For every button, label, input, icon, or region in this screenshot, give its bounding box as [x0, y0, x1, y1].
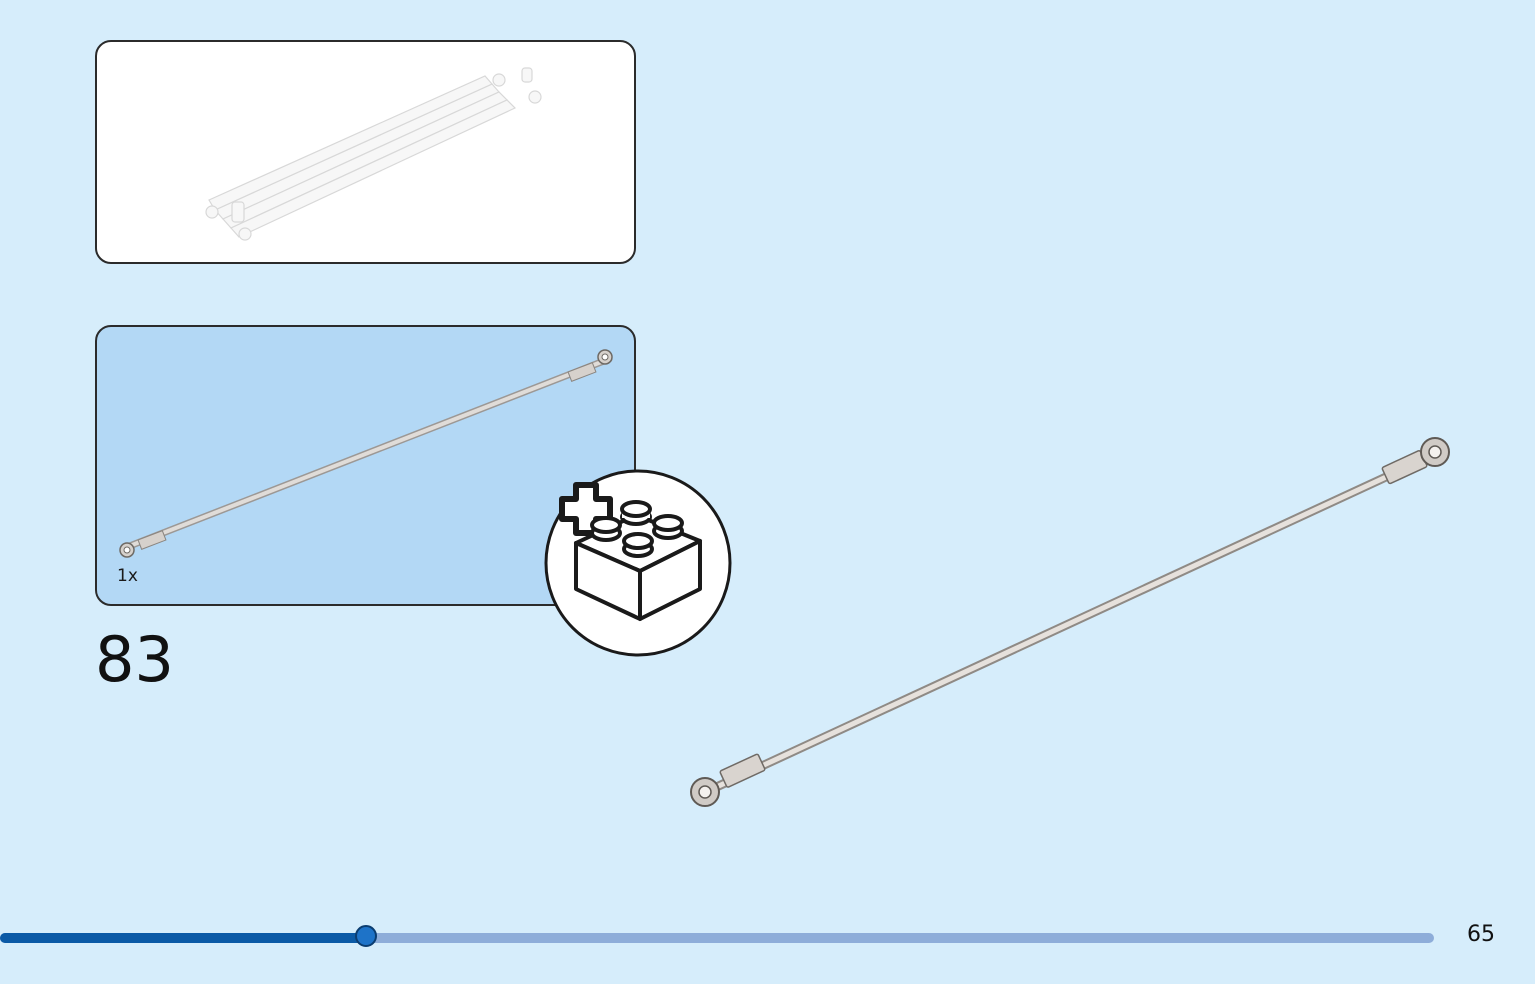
- previous-assembly-panel: [95, 40, 636, 264]
- part-quantity: 1x: [117, 566, 138, 586]
- step-number: 83: [95, 623, 174, 696]
- axle-rod-icon: [119, 349, 613, 558]
- progress-bar: [0, 925, 1434, 947]
- add-brick-icon: [544, 469, 732, 657]
- progress-marker: [355, 925, 377, 947]
- previous-assembly-illustration: [205, 67, 542, 241]
- axle-rod-assembly-illustration: [690, 437, 1450, 807]
- page-number: 65: [1467, 922, 1495, 947]
- parts-list-panel: [95, 325, 636, 606]
- progress-fill: [0, 933, 366, 943]
